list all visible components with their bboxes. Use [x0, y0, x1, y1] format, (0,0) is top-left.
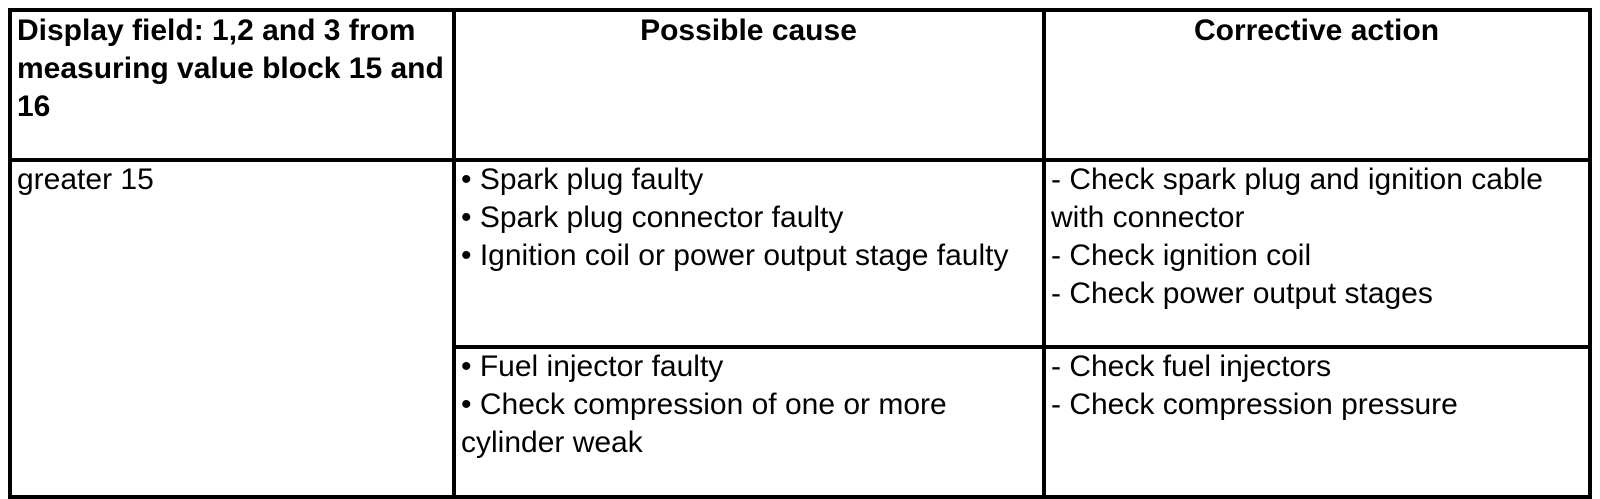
table-header-row: Display field: 1,2 and 3 from measuring … — [8, 8, 1592, 162]
cell-corrective-action-2: - Check fuel injectors - Check compressi… — [1042, 345, 1592, 499]
possible-cause-list-2: • Fuel injector faulty • Check compressi… — [461, 350, 947, 459]
cell-possible-cause-1: • Spark plug faulty • Spark plug connect… — [452, 158, 1046, 349]
table-row: • Fuel injector faulty • Check compressi… — [10, 345, 1592, 499]
possible-cause-list-1: • Spark plug faulty • Spark plug connect… — [461, 163, 1009, 272]
cell-possible-cause-2: • Fuel injector faulty • Check compressi… — [452, 345, 1046, 499]
fault-diagnosis-table: Display field: 1,2 and 3 from measuring … — [8, 8, 1592, 499]
condition-text: greater 15 — [17, 163, 154, 196]
cell-corrective-action-1: - Check spark plug and ignition cable wi… — [1042, 158, 1592, 349]
column-header-display-field: Display field: 1,2 and 3 from measuring … — [8, 8, 456, 162]
corrective-action-list-2: - Check fuel injectors - Check compressi… — [1051, 350, 1458, 421]
cell-condition-value: greater 15 — [8, 158, 456, 499]
table-row: greater 15 • Spark plug faulty • Spark p… — [8, 158, 1592, 499]
column-header-possible-cause: Possible cause — [452, 8, 1046, 162]
corrective-action-list-1: - Check spark plug and ignition cable wi… — [1051, 163, 1543, 310]
column-header-corrective-action: Corrective action — [1042, 8, 1592, 162]
